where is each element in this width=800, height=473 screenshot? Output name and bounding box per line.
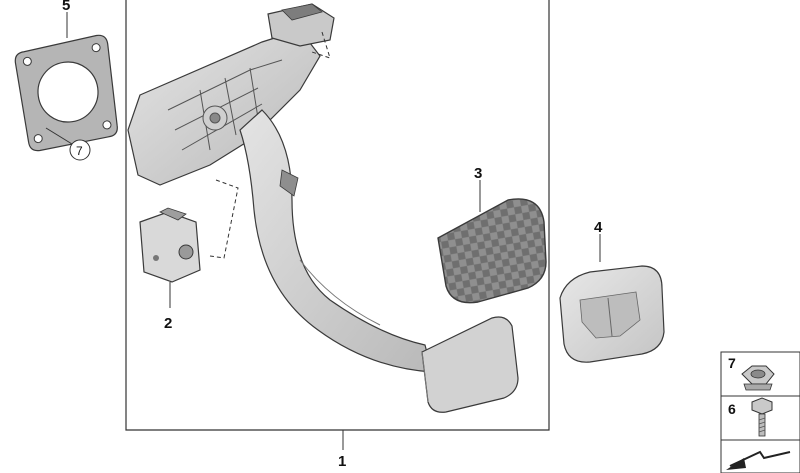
- arrow-icon: [726, 450, 791, 470]
- callout-bracket: 2: [164, 315, 172, 332]
- hex-bolt-icon: [751, 397, 773, 437]
- callout-gasket: 5: [62, 0, 70, 14]
- pedal-arm: [127, 3, 519, 413]
- legend-number: 6: [728, 401, 736, 417]
- gasket-plate: 5 7: [14, 0, 118, 161]
- fastener-legend: 7 6: [720, 351, 800, 473]
- callout-pad-cover: 4: [594, 219, 603, 236]
- callout-nut-ref: 7: [76, 144, 83, 158]
- pedal-pad-rubber: 3: [437, 165, 547, 304]
- callout-pad-rubber: 3: [474, 165, 482, 182]
- hex-nut-icon: [741, 365, 775, 391]
- legend-number: 7: [728, 355, 736, 371]
- callout-assembly: 1: [338, 453, 346, 470]
- pedal-pad-cover: 4: [559, 219, 665, 363]
- legend-row-bolt: 6: [728, 397, 773, 437]
- clip-bracket: 2: [139, 207, 201, 332]
- assembly-frame: 1: [125, 0, 550, 470]
- legend-row-nut: 7: [728, 355, 775, 391]
